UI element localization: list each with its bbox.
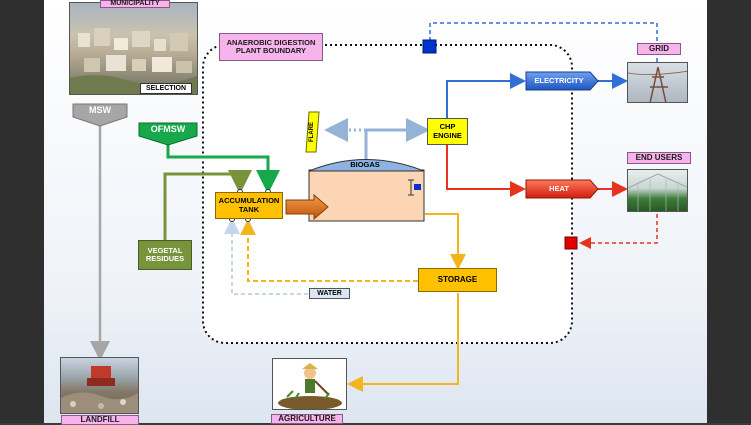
landfill-label: LANDFILL <box>61 415 139 425</box>
electricity-shape <box>525 71 599 91</box>
digester-tank <box>308 169 425 222</box>
grid-photo <box>627 62 688 103</box>
chp-engine-box: CHP ENGINE <box>427 118 468 145</box>
grid-feedback-line <box>429 22 658 62</box>
left-margin <box>0 0 44 423</box>
landfill-photo <box>60 357 139 414</box>
right-margin <box>707 0 751 423</box>
msw-label: MSW <box>89 105 111 116</box>
accumulation-tank-box: ACCUMULATION TANK <box>215 192 283 219</box>
chp-to-heat-line <box>446 145 526 197</box>
plant-boundary-label: ANAEROBIC DIGESTION PLANT BOUNDARY <box>219 33 323 61</box>
end-users-photo <box>627 169 688 212</box>
electricity-label: ELECTRICITY <box>534 75 584 85</box>
heat-label: HEAT <box>549 183 569 193</box>
selection-label: SELECTION <box>140 83 192 94</box>
ofmsw-shape <box>138 122 198 146</box>
digester-dome <box>308 159 425 172</box>
vegetal-flow-line <box>163 170 252 240</box>
biogas-label: BIOGAS <box>350 159 380 169</box>
recirculation-line <box>240 219 418 282</box>
flare-shape <box>305 111 320 153</box>
storage-to-agriculture-line <box>347 293 459 392</box>
water-label: WATER <box>309 288 350 299</box>
level-sensor-icon <box>414 184 421 190</box>
heat-shape <box>525 179 599 199</box>
flare-label: FLARE <box>308 122 315 142</box>
ofmsw-flow-line <box>166 143 280 194</box>
heat-feedback-line <box>579 214 658 249</box>
electricity-meter-icon <box>422 39 437 54</box>
municipality-photo <box>69 2 198 95</box>
end-users-label: END USERS <box>627 152 691 164</box>
storage-box: STORAGE <box>418 268 497 292</box>
grid-label: GRID <box>637 43 681 55</box>
msw-shape <box>72 103 128 127</box>
ofmsw-label: OFMSW <box>150 124 186 135</box>
digester-to-storage-line <box>425 213 466 270</box>
feed-arrow <box>285 193 329 221</box>
municipality-label: MUNICIPALITY <box>100 0 170 8</box>
chp-to-electricity-line <box>446 73 526 118</box>
heat-meter-icon <box>564 236 578 250</box>
agriculture-photo <box>272 358 347 410</box>
vegetal-residues-box: VEGETAL RESIDUES <box>138 240 192 270</box>
